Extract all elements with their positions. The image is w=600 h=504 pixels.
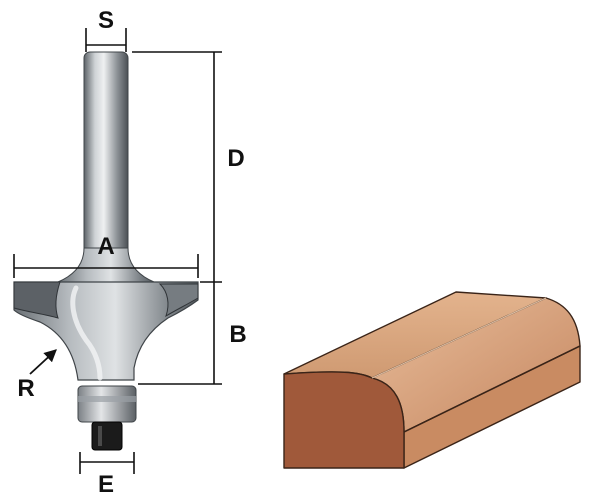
wood-tangent-line	[371, 297, 547, 379]
label-b: B	[229, 321, 246, 348]
label-r: R	[17, 375, 34, 402]
bearing	[77, 385, 137, 423]
wood-sample	[283, 291, 581, 469]
label-a: A	[97, 233, 114, 260]
carbide-edge	[13, 281, 61, 319]
cutter-body	[13, 281, 199, 381]
dimension-lines	[13, 28, 222, 474]
router-bit	[13, 51, 199, 451]
label-d: D	[227, 145, 244, 172]
bearing-screw	[91, 421, 123, 451]
wood-bottom-tangent	[403, 345, 581, 433]
carbide-wing-right	[158, 283, 199, 318]
body-highlight	[70, 285, 103, 381]
bearing-race	[78, 396, 136, 402]
radius-arrow	[29, 349, 57, 375]
label-s: S	[98, 7, 114, 34]
wood-end-face	[283, 371, 405, 469]
label-e: E	[98, 471, 114, 498]
screw-highlight	[98, 426, 102, 446]
